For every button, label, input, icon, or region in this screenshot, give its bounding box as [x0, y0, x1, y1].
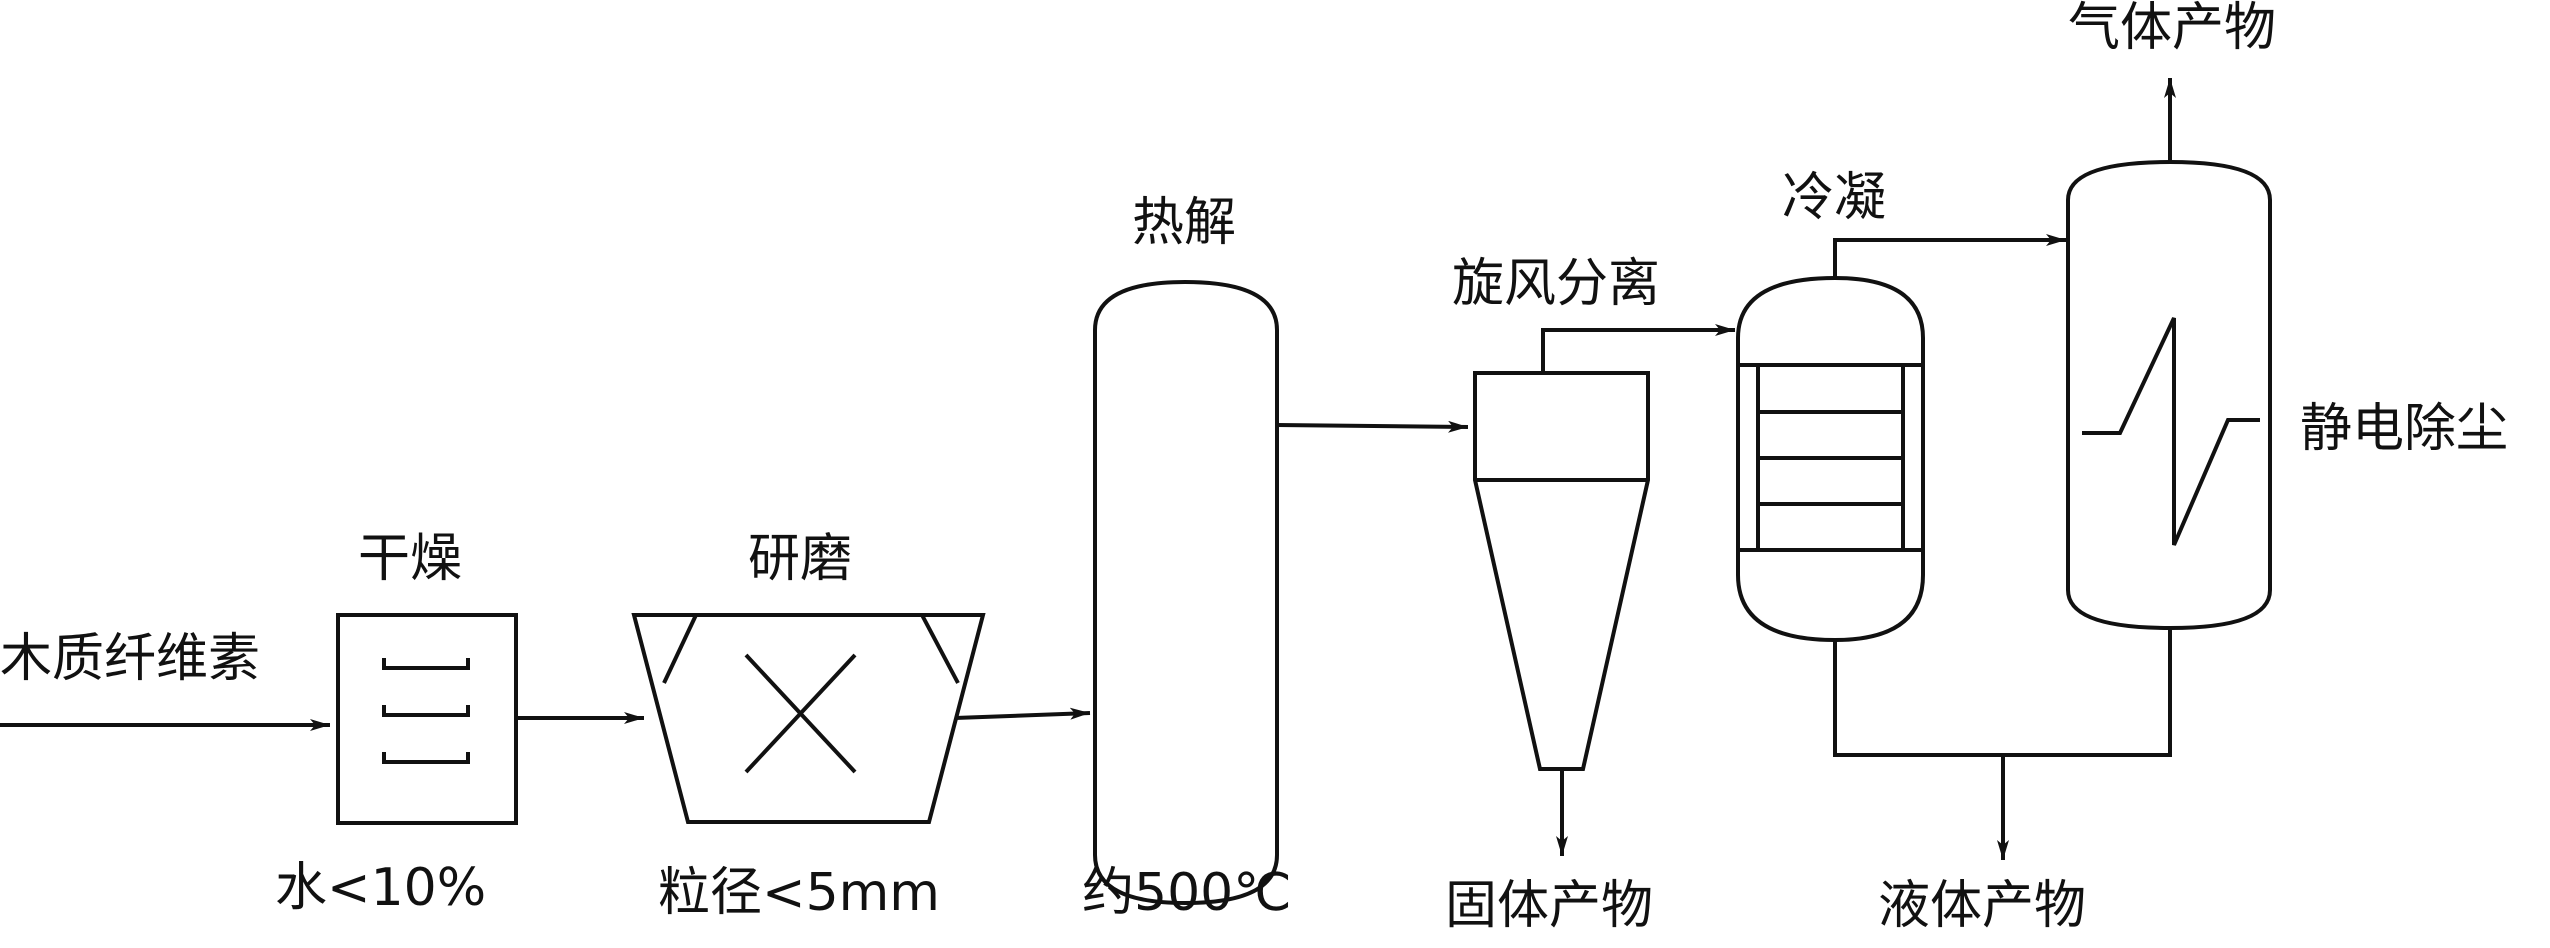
- grinding-label: 研磨: [748, 529, 853, 589]
- liquid-product-label: 液体产物: [1878, 876, 2087, 936]
- pyrolysis-reactor: [1093, 279, 1279, 906]
- cyclone-to-condenser-arrow: [1541, 324, 1735, 373]
- drying-label: 干燥: [358, 529, 463, 589]
- esp-electrode: [2082, 317, 2260, 546]
- condenser-to-esp-arrow: [1833, 234, 2066, 278]
- dryer-unit: [336, 613, 518, 825]
- pyrolysis-label: 热解: [1132, 193, 1237, 253]
- condenser-unit: [1736, 275, 1925, 643]
- dryer-trays: [382, 658, 470, 764]
- cyclone-label: 旋风分离: [1452, 254, 1661, 314]
- drying-note: 水<10%: [275, 858, 487, 918]
- grinder-unit: [631, 613, 986, 824]
- pyrolysis-note: 约500℃: [1082, 863, 1292, 923]
- condensation-label: 冷凝: [1782, 168, 1887, 228]
- gas-product-label: 气体产物: [2068, 0, 2277, 58]
- grinding-note: 粒径<5mm: [658, 863, 940, 923]
- liquid-collection-line: [1833, 628, 2172, 757]
- cyclone-separator: [1473, 371, 1650, 771]
- esp-label: 静电除尘: [2300, 399, 2509, 459]
- grinder-to-reactor-arrow: [954, 707, 1091, 720]
- esp-unit: [2066, 159, 2272, 631]
- solid-product-label: 固体产物: [1445, 876, 1654, 936]
- feed-label: 木质纤维素: [0, 629, 261, 689]
- reactor-to-cyclone-arrow: [1276, 420, 1469, 433]
